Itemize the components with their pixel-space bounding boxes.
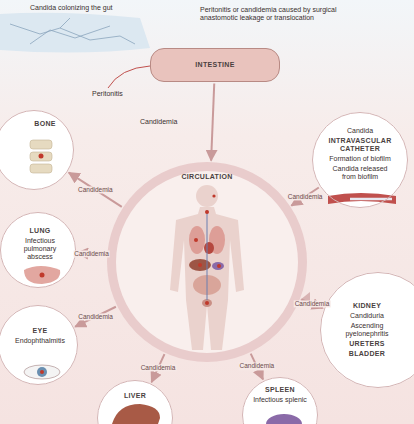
organ-name: BONE: [34, 120, 55, 128]
spread-arrow: [211, 83, 214, 160]
hypha: [30, 26, 110, 44]
note-label: Peritonitis or candidemia caused by surg…: [200, 6, 340, 22]
dot: [39, 154, 44, 159]
spleen-organ: [266, 414, 302, 424]
organ-name: INTRAVASCULAR CATHETER: [325, 137, 395, 153]
hypha: [10, 24, 90, 40]
eyeball: [24, 365, 60, 379]
leader-line: [108, 66, 150, 88]
dot: [40, 273, 45, 278]
heart: [204, 242, 214, 254]
condition-label: Ascending pyelonephritis: [329, 322, 405, 338]
dot: [212, 194, 215, 197]
hypha: [90, 36, 135, 44]
vessel: [207, 210, 208, 300]
dot: [205, 210, 209, 214]
organ-name: BLADDER: [349, 350, 385, 358]
organ-name: LUNG: [29, 227, 50, 235]
dot: [217, 264, 221, 268]
iris: [37, 367, 47, 377]
spread-arrow: [69, 173, 122, 207]
edge-label: Candidemia: [140, 365, 177, 372]
eye-picture: [24, 365, 60, 379]
gut-patch: [0, 13, 150, 53]
spleen-fill: [242, 377, 318, 424]
torso: [170, 207, 244, 350]
vertebra: [30, 152, 52, 161]
condition-label: Peritonitis: [92, 90, 142, 98]
body-figure: [170, 185, 244, 350]
edge-label: Candidemia: [77, 186, 114, 193]
edge-label: Candidemia: [239, 363, 276, 370]
organ-circle: BONE: [0, 110, 74, 190]
vertebra-picture: [30, 140, 52, 173]
organ-circle-fills: [0, 110, 414, 424]
bone-fill: [0, 110, 74, 190]
spleen: [212, 262, 224, 270]
dot: [198, 263, 202, 267]
head: [196, 185, 218, 207]
process-label: Formation of biofilm: [329, 155, 390, 163]
edge-label: Candidemia: [287, 193, 324, 200]
lung-left: [189, 226, 205, 254]
organ-name: LIVER: [124, 392, 146, 400]
organ-circle: CandidaINTRAVASCULAR CATHETER Formation o…: [312, 112, 408, 208]
organ-name: KIDNEY: [353, 302, 381, 310]
organism-label: Candida: [347, 127, 373, 135]
catheter-picture: [328, 193, 396, 204]
process-label: Candida released from biofilm: [325, 165, 395, 181]
circulation-inner: [115, 170, 299, 354]
eye-fill: [0, 305, 78, 385]
lung-fill: [0, 212, 76, 288]
fungal-hyphae: [10, 18, 135, 44]
spleen-picture: [266, 414, 302, 424]
lung-picture: [24, 266, 60, 284]
bladder: [202, 299, 212, 307]
organ-circle: CIRCULATION: [107, 162, 307, 362]
organ-circle: LUNG Infectious pulmonary abscess: [0, 212, 76, 288]
condition-label: Infectious pulmonary abscess: [11, 237, 69, 261]
blood-vessel: [328, 193, 396, 204]
liver-picture: [112, 404, 160, 424]
organ-circle: LIVER: [97, 380, 173, 424]
vertebra: [30, 140, 52, 149]
dot: [205, 301, 209, 305]
condition-label: Infectious splenic: [253, 396, 307, 404]
condition-label: Candidemia: [140, 118, 190, 126]
organ-circle: KIDNEY CandiduriaAscending pyelonephritis…: [320, 272, 414, 388]
organ-name: SPLEEN: [265, 386, 295, 394]
circulation-label: CIRCULATION: [182, 173, 233, 181]
lung-lobe: [24, 266, 60, 284]
condition-label: Endophthalmitis: [15, 337, 65, 345]
organ-circle: EYE Endophthalmitis: [0, 305, 78, 385]
vertebra: [30, 164, 52, 173]
kidney-fill: [320, 272, 414, 388]
dot: [194, 238, 198, 242]
edge-label: Candidemia: [77, 313, 114, 320]
note-label: Candida colonizing the gut: [30, 4, 130, 12]
infection-dots: [194, 194, 221, 305]
organ-circle: SPLEEN Infectious splenic: [242, 377, 318, 424]
dot: [40, 370, 44, 374]
spread-arrow: [75, 307, 116, 327]
organ-name: INTESTINE: [195, 61, 234, 69]
catheter-tube: [350, 198, 392, 201]
condition-label: Candiduria: [350, 312, 384, 320]
liver-fill: [97, 380, 173, 424]
organ-name: EYE: [33, 327, 48, 335]
liver: [189, 259, 211, 271]
organ-name: URETERS: [349, 340, 385, 348]
liver-lobe: [112, 404, 160, 424]
edge-label: Candidemia: [73, 250, 110, 257]
edge-label: Candidemia: [294, 300, 331, 307]
hypha: [60, 18, 70, 28]
catheter-fill: [312, 112, 408, 208]
organ-box: INTESTINE: [150, 48, 280, 82]
